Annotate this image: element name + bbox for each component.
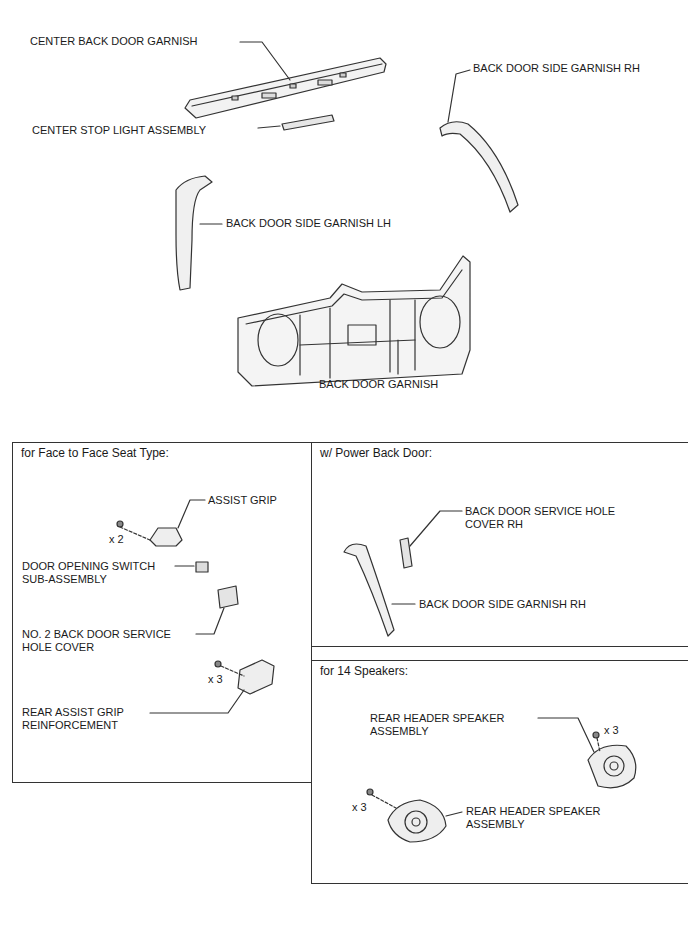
- assist-grip: [117, 521, 182, 546]
- leader-line: [200, 223, 222, 224]
- back-door-garnish: [238, 256, 470, 386]
- leader-line: [258, 126, 280, 128]
- leader-line: [448, 70, 470, 122]
- panel-heading: for 14 Speakers:: [312, 661, 688, 678]
- leader-line: [410, 511, 462, 546]
- reinforcement: [215, 660, 274, 694]
- speaker-illustration: [588, 732, 636, 788]
- part-name: REAR HEADER SPEAKER ASSEMBLY: [466, 805, 626, 831]
- part-name: BACK DOOR SIDE GARNISH LH: [226, 217, 391, 230]
- side-garnish-rh: [440, 122, 518, 212]
- panel-heading: for Face to Face Seat Type:: [13, 443, 311, 460]
- quantity-note: x 3: [352, 801, 367, 814]
- part-name: BACK DOOR SIDE GARNISH RH: [473, 62, 640, 75]
- service-hole-cover: [218, 586, 238, 608]
- part-name: ASSIST GRIP: [208, 494, 277, 507]
- quantity-note: x 3: [604, 724, 619, 737]
- part-name: CENTER BACK DOOR GARNISH: [30, 35, 197, 48]
- part-name: NO. 2 BACK DOOR SERVICE HOLE COVER: [22, 628, 194, 654]
- quantity-note: x 2: [109, 533, 124, 546]
- option-panel: for 14 Speakers:: [311, 660, 688, 884]
- panel-heading: w/ Power Back Door:: [312, 443, 688, 460]
- part-name: REAR ASSIST GRIP REINFORCEMENT: [22, 706, 162, 732]
- leader-line: [178, 500, 205, 528]
- stop-light-illustration: [282, 115, 334, 130]
- part-name: DOOR OPENING SWITCH SUB-ASSEMBLY: [22, 560, 172, 586]
- center-back-door-garnish: [185, 58, 386, 118]
- side-garnish-rh: [344, 544, 394, 636]
- leader-line: [392, 603, 415, 604]
- leader-line: [446, 812, 462, 816]
- option-panel: for Face to Face Seat Type:: [12, 442, 312, 783]
- part-name: BACK DOOR GARNISH: [319, 378, 438, 391]
- quantity-note: x 3: [208, 673, 223, 686]
- switch-illustration: [196, 562, 208, 572]
- speaker-illustration: [367, 789, 446, 842]
- leader-line: [240, 42, 290, 80]
- service-hole-cover-rh: [400, 538, 412, 568]
- leader-line: [538, 718, 594, 752]
- leader-line: [150, 690, 244, 713]
- part-name: BACK DOOR SIDE GARNISH RH: [419, 598, 586, 611]
- leader-line: [397, 340, 398, 374]
- part-name: REAR HEADER SPEAKER ASSEMBLY: [370, 712, 530, 738]
- side-garnish-lh: [176, 176, 212, 290]
- option-panel: w/ Power Back Door:: [311, 442, 688, 647]
- part-name: BACK DOOR SERVICE HOLE COVER RH: [465, 505, 635, 531]
- leader-line: [196, 608, 224, 634]
- leader-line: [175, 565, 194, 566]
- part-name: CENTER STOP LIGHT ASSEMBLY: [32, 124, 206, 137]
